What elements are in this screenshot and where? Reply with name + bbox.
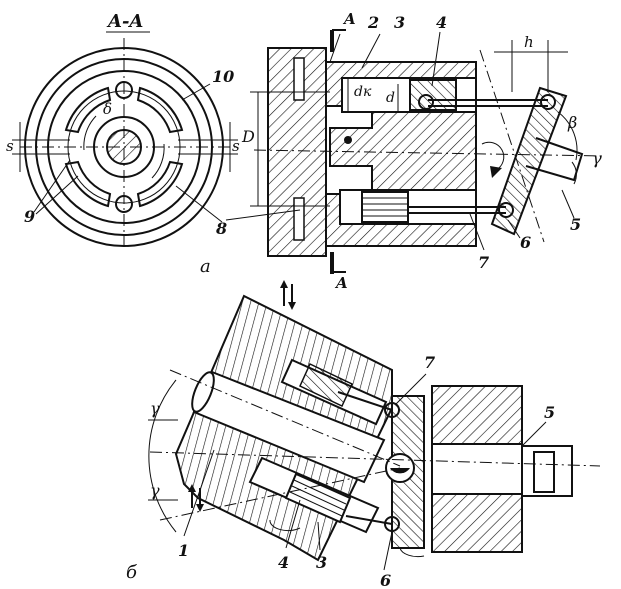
callout-5-a: 5 — [570, 215, 581, 234]
dim-s-left: s — [6, 137, 14, 155]
subfigure-label-a: а — [200, 256, 211, 277]
callout-1: 1 — [178, 541, 189, 560]
callout-4-b: 4 — [278, 553, 289, 572]
dim-s-right: s — [232, 137, 240, 155]
dim-h: h — [524, 33, 534, 51]
section-a-a-view: A-A s s δ — [6, 11, 240, 247]
callout-6-a: 6 — [520, 233, 531, 252]
dim-delta: δ — [103, 100, 112, 118]
dim-beta: β — [567, 113, 577, 132]
dim-gamma-b-bottom: γ — [150, 481, 160, 500]
callout-6-b: 6 — [380, 571, 391, 589]
dim-d: d — [386, 90, 395, 106]
callout-4-a: 4 — [436, 13, 447, 32]
view-b-inclined-block: γ γ 1 4 3 6 7 5 б — [126, 280, 601, 589]
section-a-a-title: A-A — [106, 11, 143, 32]
callout-7-b: 7 — [424, 353, 435, 372]
dim-gamma-a: γ — [592, 149, 602, 168]
callout-9: 9 — [24, 207, 35, 226]
subfigure-label-b: б — [126, 562, 138, 583]
callout-7-a: 7 — [478, 253, 489, 272]
callout-10: 10 — [212, 67, 234, 86]
callout-8: 8 — [215, 219, 227, 238]
dim-gamma-b-top: γ — [150, 399, 160, 418]
callout-3-a: 3 — [394, 13, 405, 32]
section-mark-top: A — [342, 10, 356, 28]
callout-5-b: 5 — [544, 403, 555, 422]
callout-2-a: 2 — [367, 13, 379, 32]
section-mark-bottom: A — [334, 274, 348, 292]
dim-dk: dк — [354, 84, 372, 100]
callout-3-b: 3 — [316, 553, 327, 572]
dim-D: D — [241, 127, 255, 146]
view-a-axial-section: A A D dк d h β γ 2 3 4 8 7 — [200, 10, 605, 292]
